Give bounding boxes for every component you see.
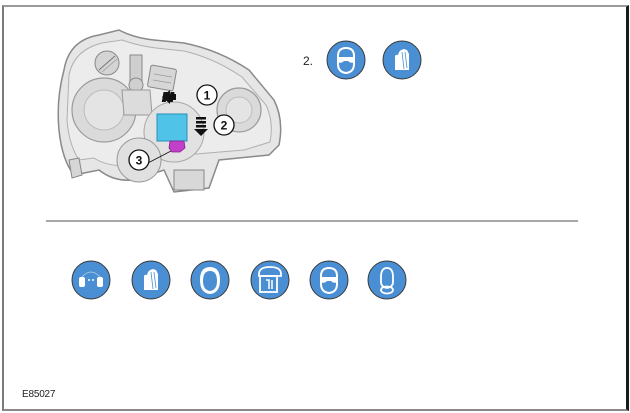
head-protection-icon — [190, 260, 230, 300]
face-shield-icon — [250, 260, 290, 300]
svg-text:2: 2 — [221, 119, 228, 133]
section-divider — [46, 220, 578, 222]
protective-gloves-icon — [131, 260, 171, 300]
headlamp-rear-illustration: 1 2 3 — [57, 29, 282, 193]
page-frame — [2, 5, 629, 411]
protective-gloves-icon — [382, 40, 422, 80]
safety-goggles-icon — [309, 260, 349, 300]
safety-goggles-icon — [326, 40, 366, 80]
ear-defenders-icon — [71, 260, 111, 300]
callout-2: 2 — [213, 114, 235, 136]
callout-3: 3 — [128, 149, 150, 171]
figure-id: E85027 — [22, 389, 56, 400]
step-number: 2. — [303, 54, 314, 68]
respirator-icon — [367, 260, 407, 300]
svg-text:1: 1 — [204, 89, 211, 103]
svg-text:3: 3 — [136, 154, 143, 168]
callout-1: 1 — [196, 84, 218, 106]
